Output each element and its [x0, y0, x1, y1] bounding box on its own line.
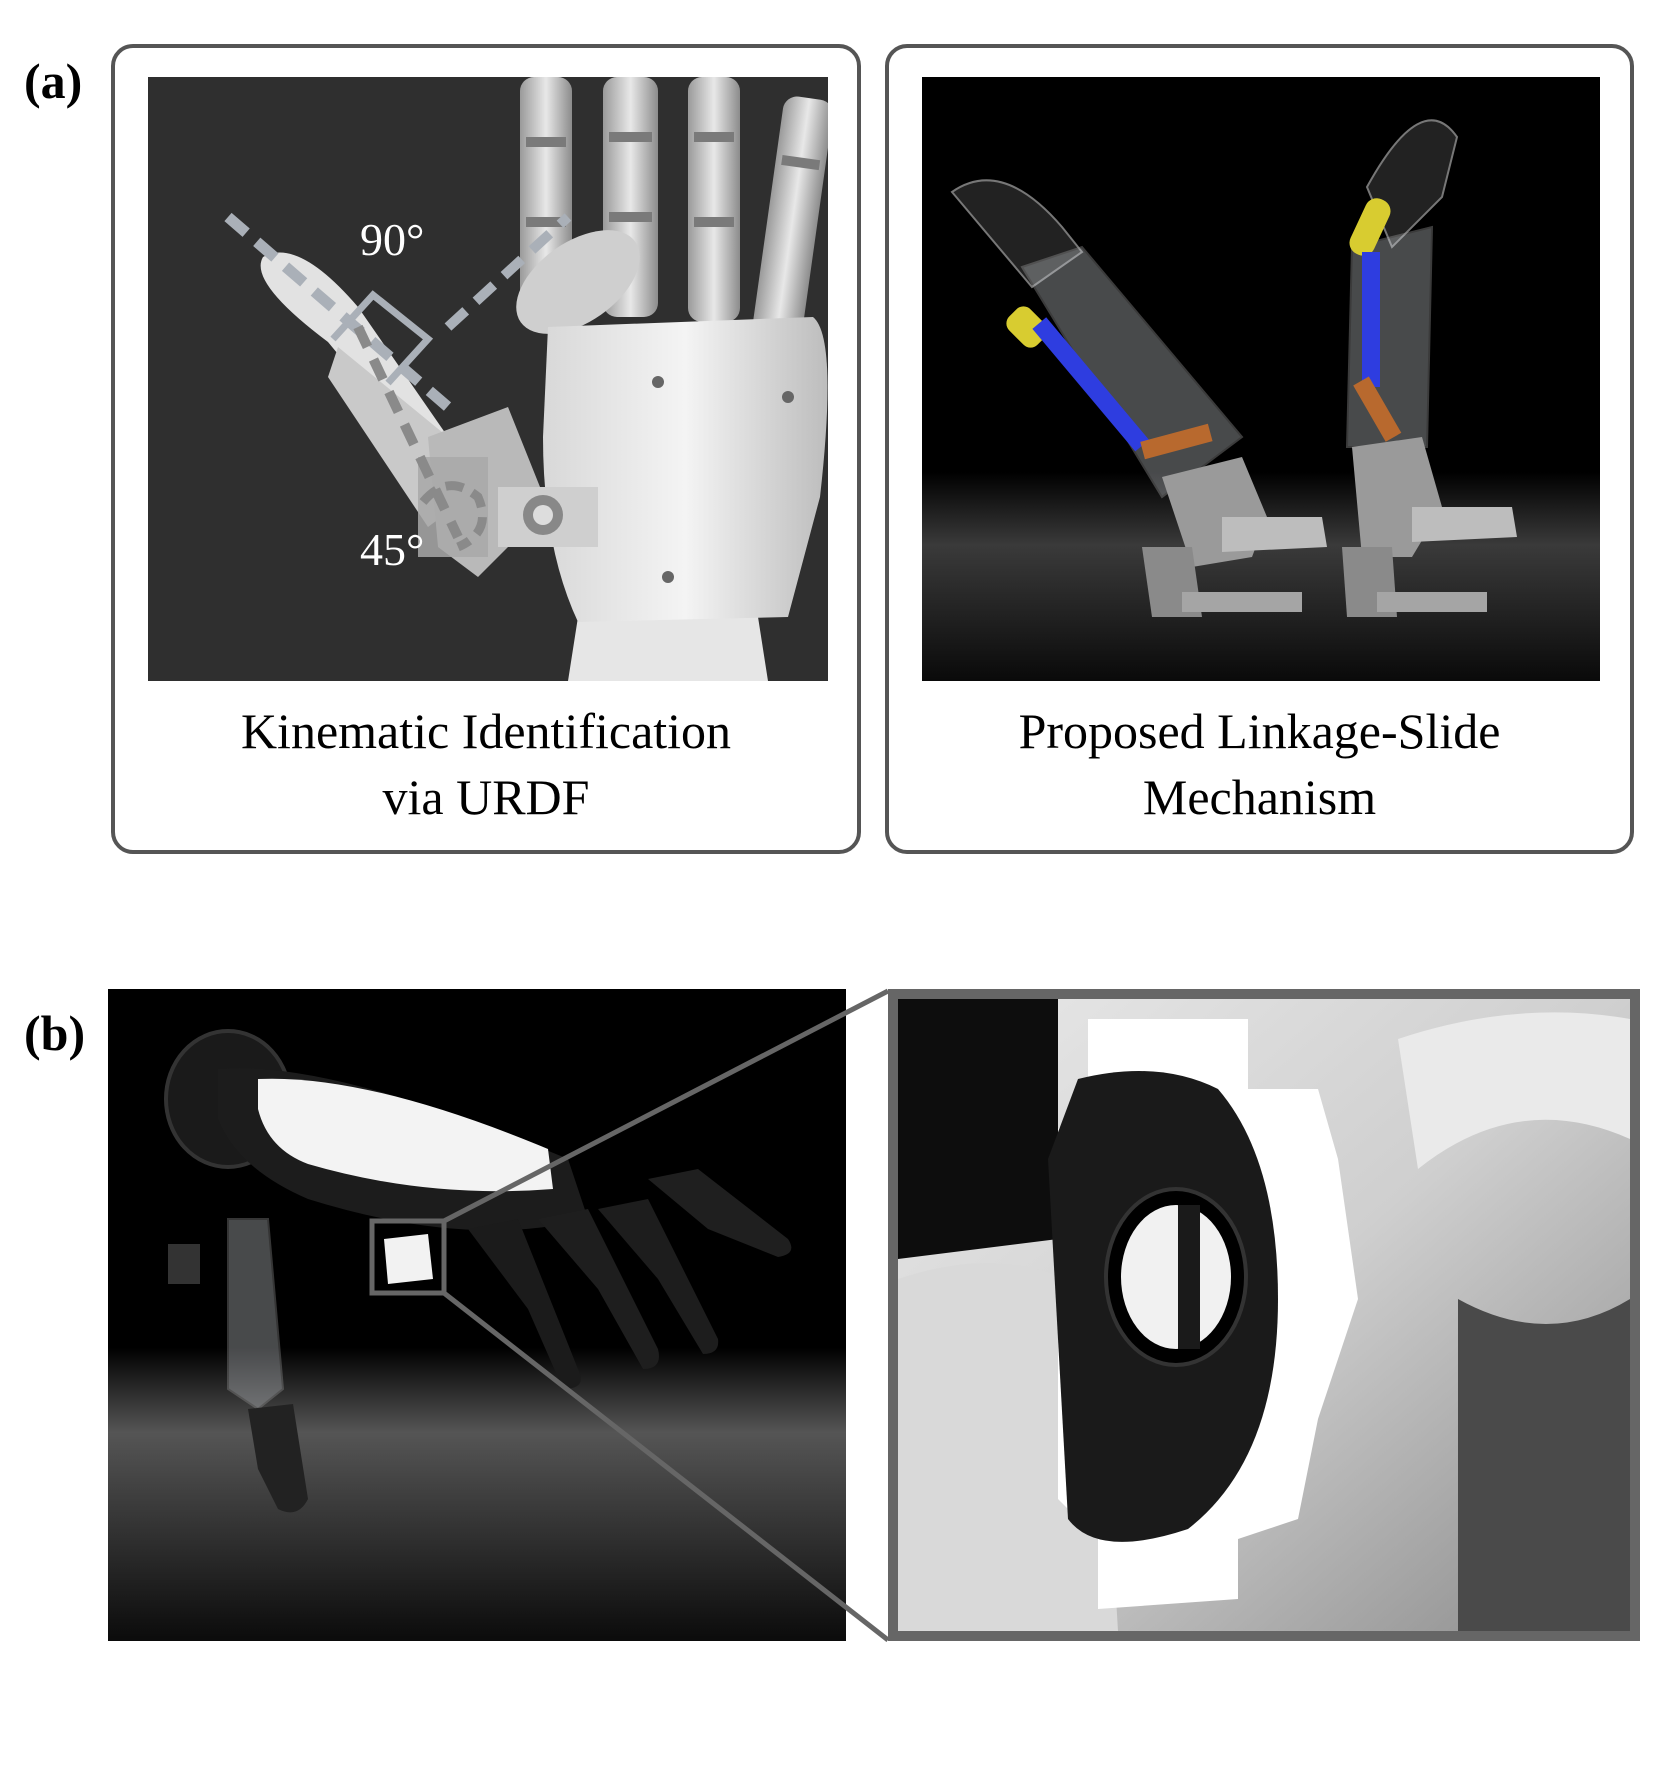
- panel-b-label: (b): [24, 1005, 86, 1061]
- thumb-base-axis-line: [353, 324, 463, 540]
- linkage-render: [922, 77, 1600, 681]
- panel-a-label: (a): [24, 53, 83, 109]
- finger-extended: [1342, 119, 1517, 617]
- right-caption: Proposed Linkage-Slide Mechanism: [889, 698, 1630, 830]
- finger-ring: [688, 77, 740, 322]
- right-angle-marker: [330, 290, 434, 386]
- hand-urdf-render: 90° 45°: [148, 77, 828, 681]
- angle-90-label: 90°: [360, 214, 424, 265]
- blue-link-left: [1032, 317, 1150, 452]
- kinematic-identification-card: 90° 45° Kinematic Identification via URD…: [111, 44, 861, 854]
- yellow-link-left: [1006, 306, 1048, 348]
- full-hand-illustration: [108, 989, 846, 1641]
- angle-arc: [419, 481, 487, 552]
- right-caption-line1: Proposed Linkage-Slide: [1018, 703, 1501, 759]
- left-caption-line2: via URDF: [382, 769, 590, 825]
- thumb-axis-line: [224, 212, 452, 412]
- yellow-link-right: [1349, 198, 1391, 256]
- finger-flexed: [950, 179, 1327, 617]
- finger-little: [753, 96, 828, 338]
- palm-axis-line: [444, 213, 572, 331]
- zoomed-joint-detail: [888, 989, 1640, 1641]
- left-caption-line1: Kinematic Identification: [240, 703, 732, 759]
- hand-urdf-illustration: 90° 45°: [224, 77, 828, 681]
- orange-link-right: [1353, 376, 1402, 442]
- angle-45-label: 45°: [360, 524, 424, 575]
- zoomed-joint-illustration: [898, 999, 1630, 1631]
- left-caption: Kinematic Identification via URDF: [115, 698, 857, 830]
- right-caption-line2: Mechanism: [1142, 769, 1377, 825]
- orange-link-left: [1140, 423, 1213, 460]
- linkage-illustration: [922, 77, 1600, 681]
- zoom-source-box: [369, 1218, 447, 1296]
- blue-link-right: [1362, 252, 1380, 387]
- linkage-slide-card: Proposed Linkage-Slide Mechanism: [885, 44, 1634, 854]
- full-hand-render: [108, 989, 846, 1641]
- thumb-translucent: [227, 1218, 285, 1411]
